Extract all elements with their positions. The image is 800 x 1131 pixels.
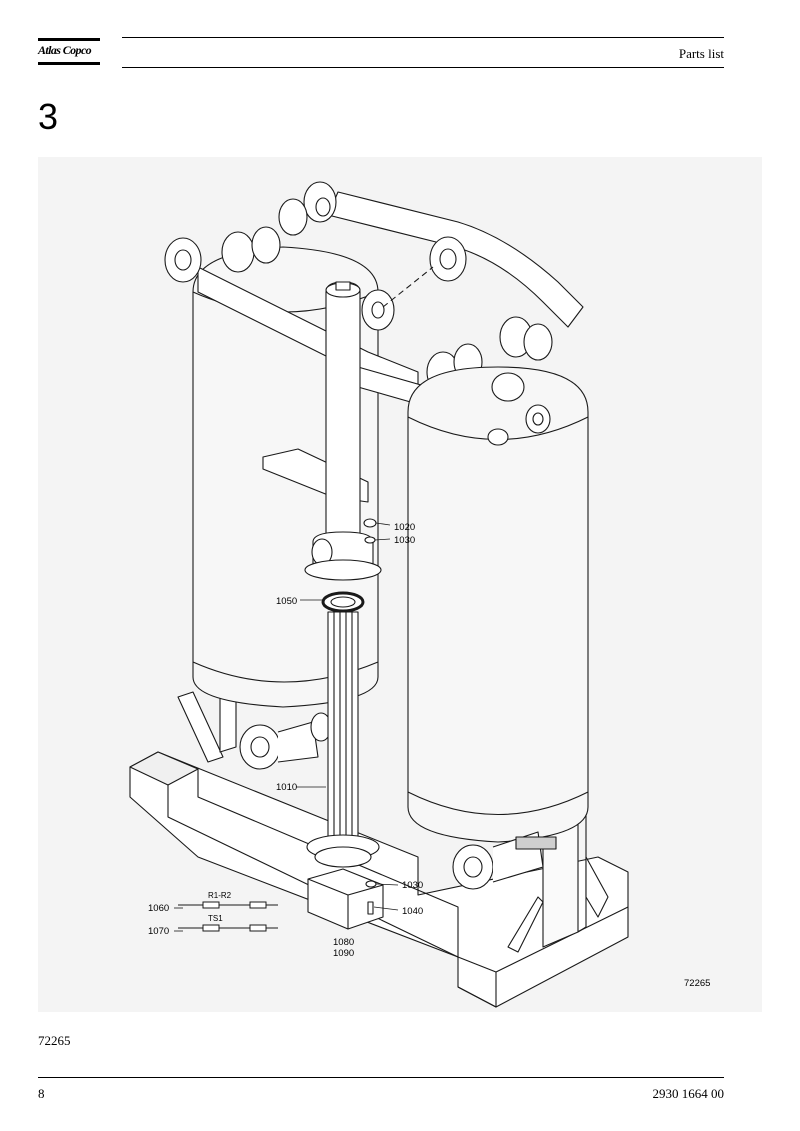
callout-1010: 1010 <box>276 782 297 793</box>
callout-1090: 1090 <box>333 948 354 959</box>
callout-1040: 1040 <box>402 906 423 917</box>
callout-1030-lower: 1030 <box>402 880 423 891</box>
cable-label-ts1: TS1 <box>208 914 223 923</box>
logo-text: Atlas Copco <box>38 43 92 57</box>
exploded-view-figure: 1010 1020 1030 1030 1040 1050 1060 1070 … <box>38 157 762 1012</box>
page-number: 8 <box>38 1086 45 1101</box>
cable-label-r1-r2: R1-R2 <box>208 891 232 900</box>
callout-1030-upper: 1030 <box>394 535 415 546</box>
callout-1020: 1020 <box>394 522 415 533</box>
drawing-number: 72265 <box>684 978 710 989</box>
exploded-view-drawing: 1010 1020 1030 1030 1040 1050 1060 1070 … <box>129 181 710 1008</box>
logo-top-bar <box>38 38 100 41</box>
callout-1080: 1080 <box>333 937 354 948</box>
header-bottom-rule <box>122 67 724 68</box>
header-top-rule <box>122 37 724 38</box>
atlas-copco-logo: Atlas Copco <box>38 38 100 66</box>
footer-rule <box>38 1077 724 1078</box>
callout-1050: 1050 <box>276 596 297 607</box>
section-number: 3 <box>38 96 59 137</box>
callout-1070: 1070 <box>148 926 169 937</box>
document-number: 2930 1664 00 <box>652 1086 725 1101</box>
callout-1060: 1060 <box>148 903 169 914</box>
header-title: Parts list <box>678 46 724 61</box>
image-reference: 72265 <box>38 1033 71 1048</box>
logo-bottom-bar <box>38 62 100 65</box>
